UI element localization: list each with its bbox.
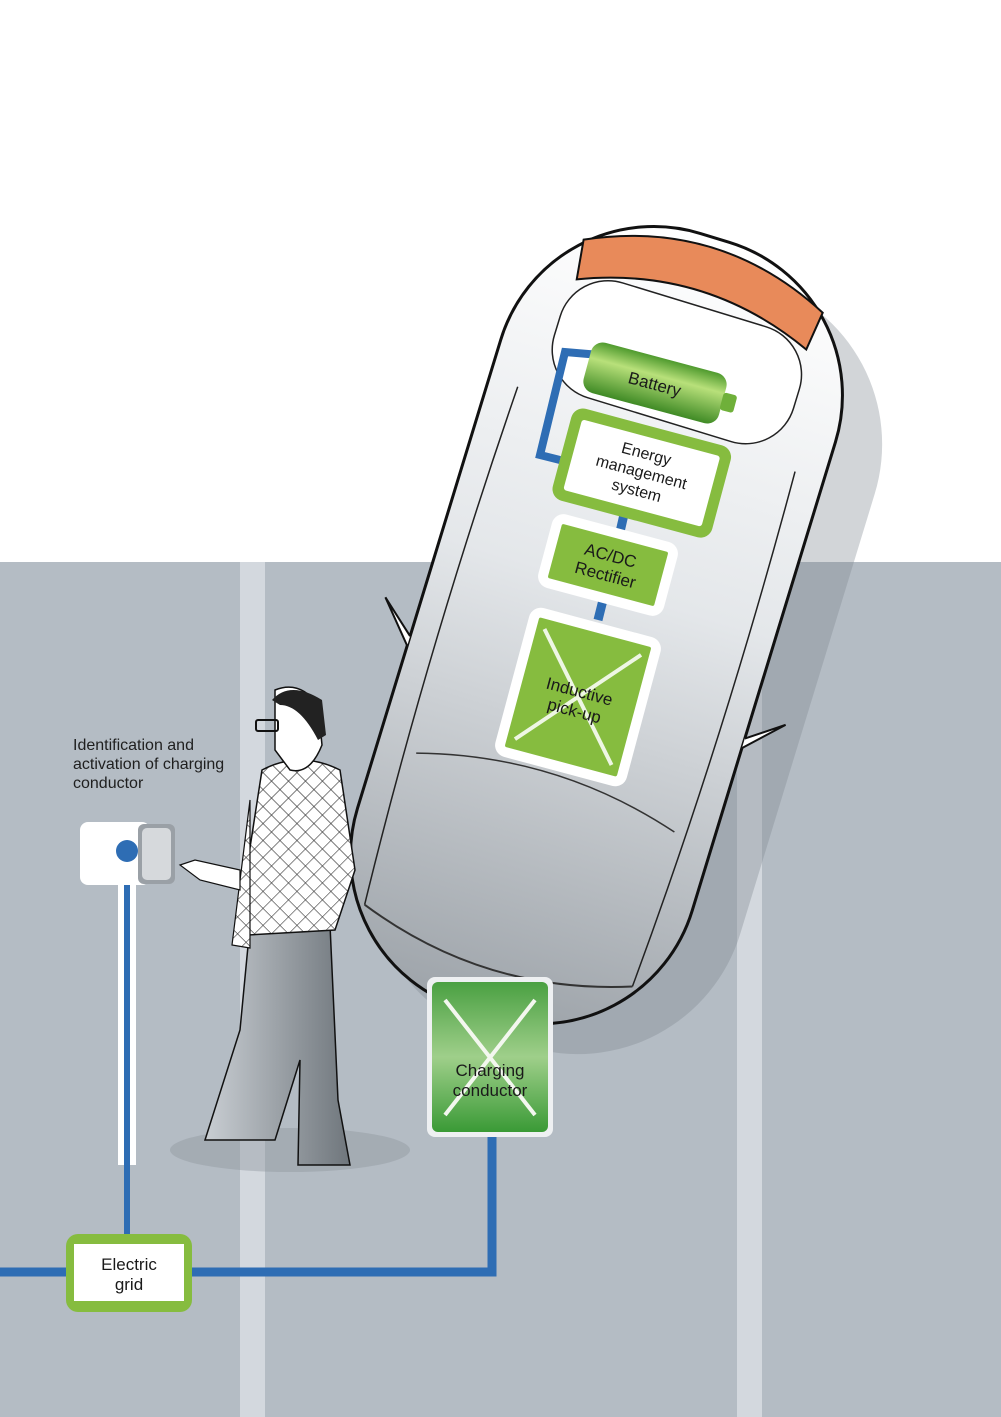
charging-conductor-pad: Charging conductor: [427, 977, 553, 1137]
caption-line: conductor: [73, 775, 144, 792]
cross-mark-icon: [443, 998, 537, 1117]
electric-grid-label-line: grid: [115, 1275, 143, 1294]
electric-grid-box: Electric grid: [66, 1234, 192, 1312]
charging-conductor-label-line: Charging: [456, 1061, 525, 1080]
person-illustration: [170, 686, 410, 1172]
energy-management-component: Energy management system: [552, 408, 732, 538]
cross-mark-icon: [513, 628, 643, 766]
caption-line: activation of charging: [73, 756, 225, 773]
electric-grid-label-line: Electric: [101, 1255, 157, 1274]
caption-line: Identification and: [73, 737, 194, 754]
battery-component: Battery: [583, 342, 737, 424]
charging-conductor-label-line: conductor: [453, 1081, 528, 1100]
terminal-sensor-icon: [116, 840, 138, 862]
rectifier-component: AC/DC Rectifier: [538, 514, 678, 616]
identification-caption: Identification and activation of chargin…: [73, 736, 273, 793]
inductive-pickup-component: Inductive pick-up: [495, 607, 661, 787]
identification-terminal[interactable]: [80, 822, 175, 885]
